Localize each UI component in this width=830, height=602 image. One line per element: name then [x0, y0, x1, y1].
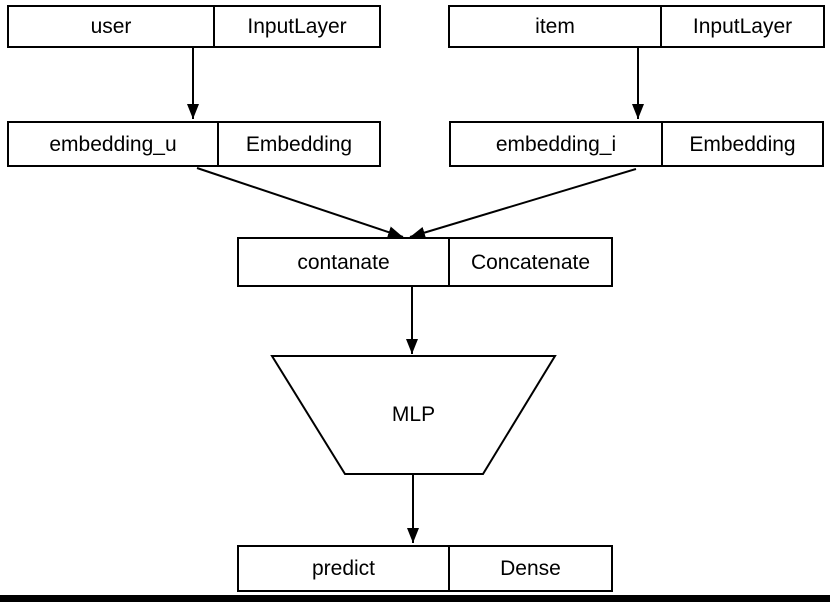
node-predict-name: predict [311, 557, 376, 580]
node-embedding_i-name: embedding_i [495, 132, 617, 156]
node-embedding_u: embedding_u Embedding [7, 121, 381, 167]
node-embedding_i-type: Embedding [661, 123, 822, 165]
node-predict-type: Dense [448, 547, 611, 590]
node-item: item InputLayer [448, 5, 825, 48]
node-user-name: user [90, 15, 132, 38]
node-embedding_i: embedding_i Embedding [449, 121, 824, 167]
bottom-bar [0, 595, 830, 602]
node-item-type: InputLayer [660, 7, 823, 46]
node-contanate-name: contanate [297, 250, 390, 274]
node-item-name: item [535, 15, 575, 38]
edge-embedding_u-contanate [196, 167, 404, 238]
node-mlp-shape [270, 355, 557, 475]
edge-embedding_i-contanate [409, 168, 637, 239]
node-contanate-type: Concatenate [448, 239, 611, 285]
node-user-type: InputLayer [213, 7, 379, 46]
node-mlp-label: MLP [391, 403, 436, 426]
node-predict: predict Dense [237, 545, 613, 592]
node-embedding_u-type: Embedding [217, 123, 379, 165]
node-contanate: contanate Concatenate [237, 237, 613, 287]
node-user: user InputLayer [7, 5, 381, 48]
node-embedding_u-name: embedding_u [49, 132, 177, 156]
